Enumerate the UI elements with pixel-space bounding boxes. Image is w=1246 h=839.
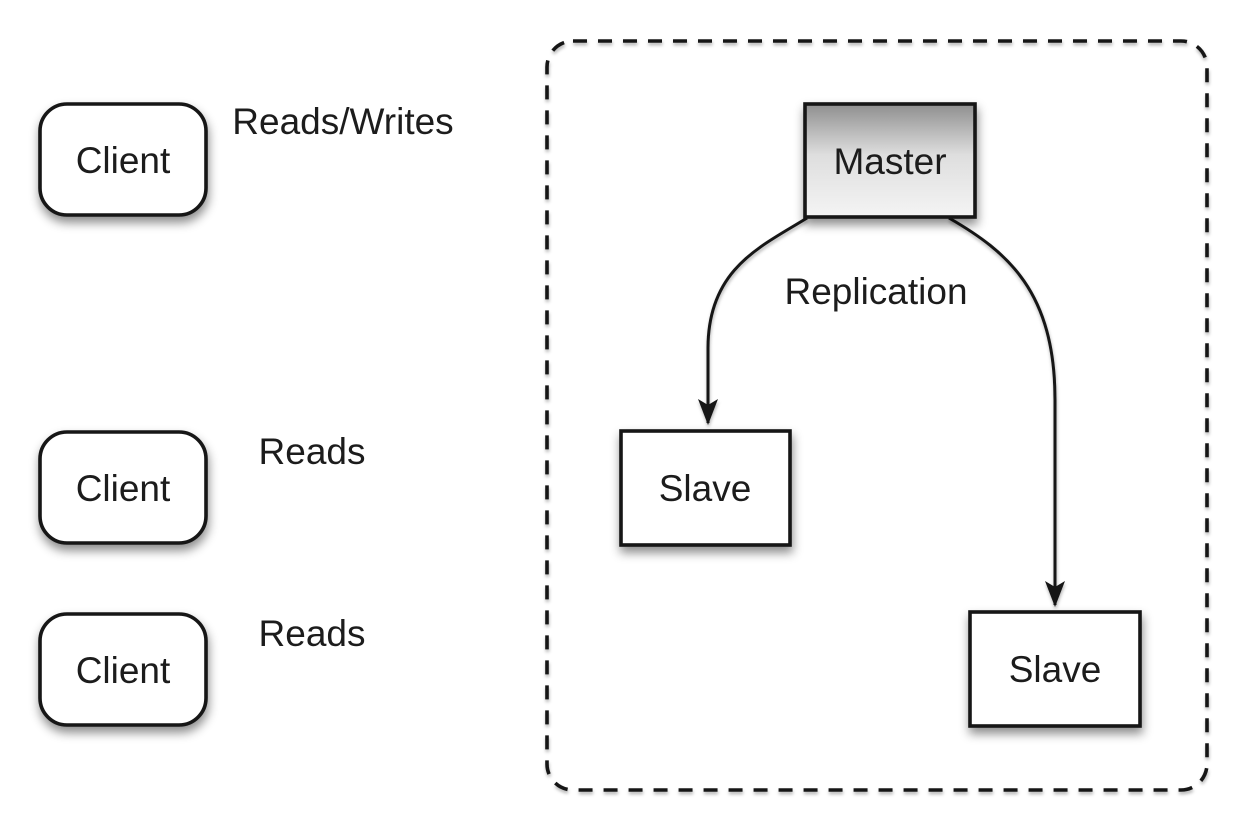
- node-master: Master: [803, 102, 977, 219]
- edge-master-to-slave2-replication: [948, 216, 1065, 607]
- client-2-box: [38, 430, 208, 545]
- edge-label-reads-mid: Reads: [259, 431, 366, 472]
- client-3-box: [38, 612, 208, 727]
- edge-label-replication: Replication: [784, 271, 967, 312]
- edge-master-to-slave1-replication: [698, 216, 808, 425]
- node-client-1: Client: [38, 102, 208, 217]
- node-client-2: Client: [38, 430, 208, 545]
- replication-cluster-border: [545, 39, 1209, 792]
- edge-label-reads-bottom: Reads: [259, 613, 366, 654]
- master-box: [803, 102, 977, 219]
- client-1-box: [38, 102, 208, 217]
- client-1-label: Client: [76, 140, 171, 181]
- node-client-3: Client: [38, 612, 208, 727]
- client-2-label: Client: [76, 468, 171, 509]
- master-label: Master: [833, 141, 946, 182]
- slave-1-box: [619, 429, 792, 547]
- slave-1-label: Slave: [659, 468, 752, 509]
- edge-label-reads-writes: Reads/Writes: [232, 101, 453, 142]
- edges: [207, 150, 1065, 679]
- slave-2-label: Slave: [1009, 649, 1102, 690]
- node-slave-1: Slave: [619, 429, 792, 547]
- node-slave-2: Slave: [968, 610, 1142, 728]
- slave-2-box: [968, 610, 1142, 728]
- client-3-label: Client: [76, 650, 171, 691]
